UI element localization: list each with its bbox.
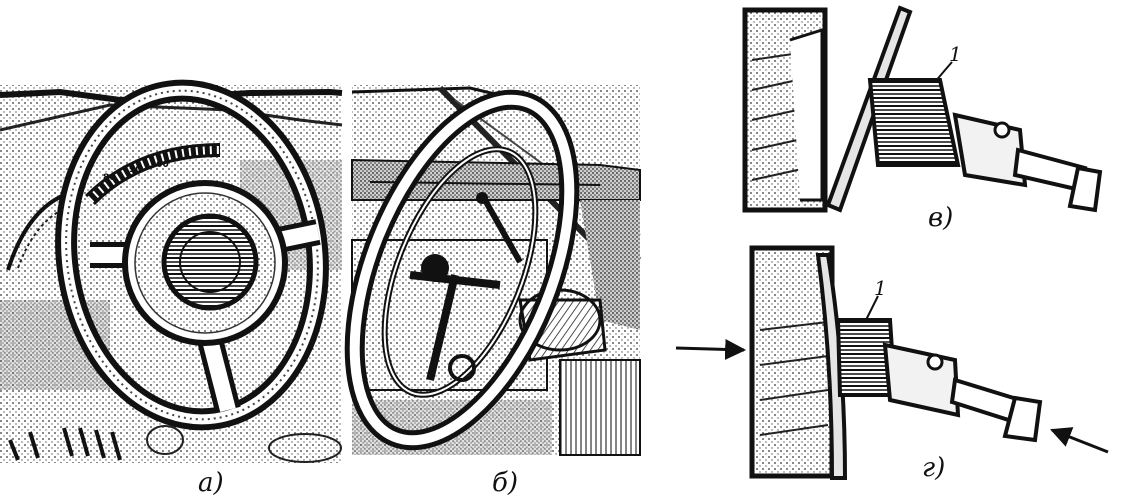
panel-g-callout-number: 1: [874, 276, 887, 300]
panel-v-shaft-end: [1067, 165, 1103, 213]
panel-g-shaft-collar: [882, 342, 961, 418]
panel-g-shaft-end: [1002, 395, 1043, 443]
panel-a-dashboard-wheel: [0, 79, 343, 463]
speedo-tick-90: 90: [129, 165, 142, 175]
panel-a-vent-ribs: [8, 427, 122, 461]
panel-g-callout-leader: [864, 295, 879, 323]
panel-label-g: г): [922, 453, 946, 483]
panel-v-callout-leader: [934, 61, 953, 83]
panel-a-horn-button: [161, 213, 259, 311]
speedo-tick-100: 100: [150, 160, 169, 170]
speedo-tick-80: 80: [103, 173, 116, 183]
panel-a-speedometer: [85, 143, 221, 206]
panel-v-cutaway-upper: [742, 5, 1103, 213]
panel-g-force-arrow-left: [675, 338, 747, 360]
panel-v-spring-bellows: [867, 78, 961, 167]
panel-label-a: a): [198, 468, 224, 498]
panel-label-b: б): [492, 468, 519, 498]
panel-b-gear-lever: [482, 198, 523, 264]
panel-b-wheel-hub: [421, 254, 449, 282]
panel-g-force-arrow-right: [1050, 427, 1109, 454]
panel-g-cutaway-lower: [675, 245, 1109, 480]
panel-b-cabin-wheel: [344, 85, 641, 456]
panel-label-v: в): [928, 203, 954, 233]
panel-v-callout-number: 1: [949, 42, 962, 66]
panel-v-tilted-plate: [825, 5, 913, 213]
